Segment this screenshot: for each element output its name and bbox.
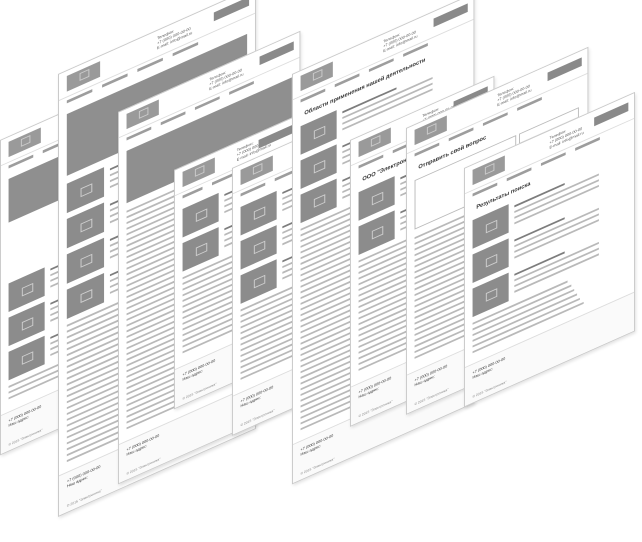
- copyright: © 2015 "Электроника": [240, 408, 275, 428]
- copyright: © 2015 "Электроника": [8, 427, 43, 447]
- text-line: [514, 241, 599, 282]
- callback-button: [213, 0, 250, 22]
- image-icon: [194, 165, 205, 177]
- callback-button: [547, 57, 582, 82]
- image-icon: [79, 68, 90, 82]
- image-icon: [252, 163, 263, 175]
- callback-button: [594, 102, 629, 127]
- text-line: [514, 173, 599, 214]
- callback-button: [259, 41, 294, 66]
- image-icon: [426, 123, 437, 135]
- image-icon: [370, 135, 381, 147]
- text-line: [514, 207, 599, 248]
- copyright: © 2015 "Электроника": [472, 379, 507, 399]
- image-icon: [20, 135, 31, 147]
- image-icon: [484, 163, 495, 175]
- copyright: © 2015 "Электроника": [300, 456, 335, 476]
- image-icon: [312, 69, 323, 81]
- image-icon: [138, 107, 149, 119]
- copyright: © 2015 "Электроника": [66, 488, 102, 509]
- callback-button: [433, 3, 468, 28]
